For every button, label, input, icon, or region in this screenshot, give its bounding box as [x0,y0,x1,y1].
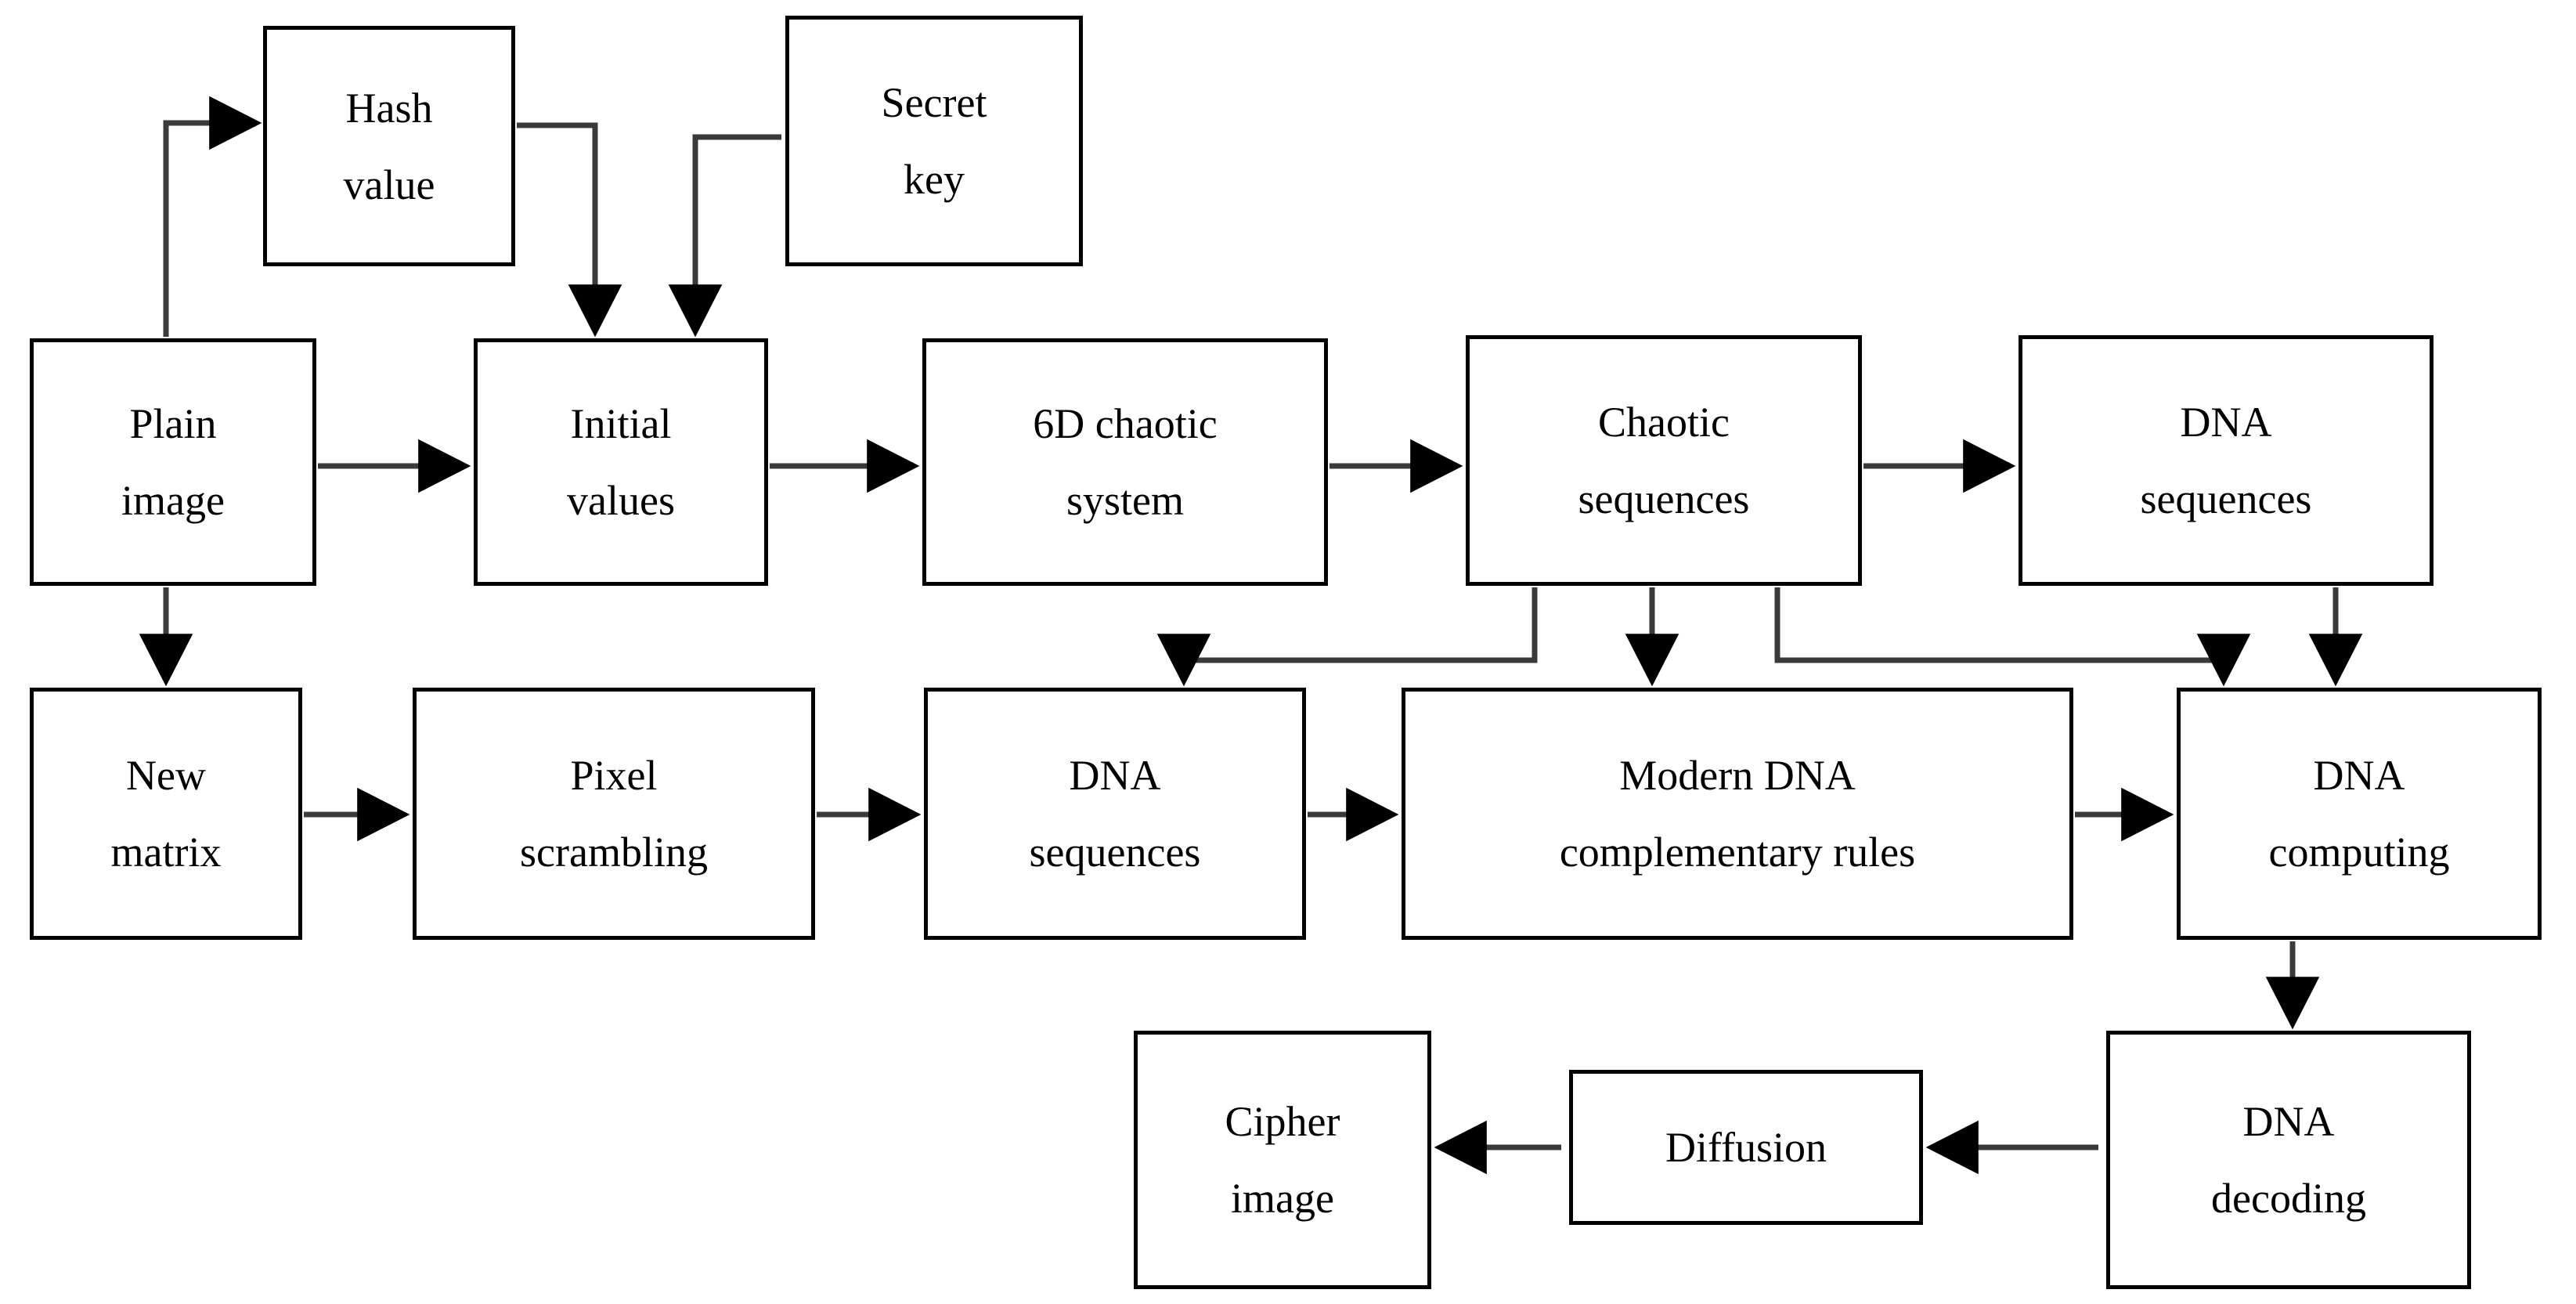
node-dna_decoding-line2: decoding [2211,1175,2366,1222]
node-chaotic_6d[interactable]: 6D chaotic system [922,338,1328,586]
node-initial_values-line2: values [567,477,675,524]
node-dna_computing-line1: DNA [2313,752,2405,799]
node-cipher_image[interactable]: Cipher image [1134,1031,1431,1289]
node-new_matrix[interactable]: New matrix [30,688,302,940]
node-dna_seq_bottom-line1: DNA [1069,752,1161,799]
edge-plain-to-hash [163,96,262,337]
edge-hash-to-initial [517,122,622,338]
node-modern_dna[interactable]: Modern DNA complementary rules [1402,688,2073,940]
node-dna_seq_bottom-line2: sequences [1029,829,1201,876]
node-chaotic_6d-line1: 6D chaotic [1033,400,1218,447]
node-dna_seq_top-line2: sequences [2140,475,2312,522]
node-new_matrix-line1: New [126,752,206,799]
node-chaotic_seq[interactable]: Chaotic sequences [1466,335,1862,586]
edge-chaoticseq-to-dnaseqbottom [1156,587,1538,687]
node-cipher_image-line2: image [1231,1175,1334,1222]
node-chaotic_seq-line1: Chaotic [1598,399,1730,446]
node-plain_image-line1: Plain [129,400,217,447]
node-dna_seq_top[interactable]: DNA sequences [2019,335,2433,586]
node-secret_key-line1: Secret [881,79,987,126]
node-dna_decoding[interactable]: DNA decoding [2106,1031,2471,1289]
node-dna_seq_top-line1: DNA [2180,399,2272,446]
node-dna_computing-line2: computing [2268,829,2450,876]
node-initial_values-line1: Initial [570,400,672,447]
node-pixel_scramble-line2: scrambling [520,829,708,876]
node-pixel_scramble[interactable]: Pixel scrambling [413,688,815,940]
node-dna_seq_bottom[interactable]: DNA sequences [924,688,1306,940]
node-hash_value-line1: Hash [345,84,433,132]
node-secret_key-line2: key [904,156,965,203]
node-dna_computing[interactable]: DNA computing [2177,688,2542,940]
edge-secret-to-initial [668,134,781,338]
node-secret_key[interactable]: Secret key [785,16,1083,266]
node-cipher_image-line1: Cipher [1225,1098,1340,1145]
node-initial_values[interactable]: Initial values [474,338,768,586]
node-new_matrix-line2: matrix [110,829,222,876]
node-chaotic_seq-line2: sequences [1578,475,1750,522]
node-modern_dna-line1: Modern DNA [1619,752,1856,799]
node-hash_value[interactable]: Hash value [263,26,515,266]
node-chaotic_6d-line2: system [1066,477,1184,524]
node-plain_image-line2: image [121,477,225,524]
node-modern_dna-line2: complementary rules [1559,829,1916,876]
node-plain_image[interactable]: Plain image [30,338,316,586]
node-pixel_scramble-line1: Pixel [570,752,658,799]
node-dna_decoding-line1: DNA [2242,1098,2335,1145]
edge-chaoticseq-to-computing [1774,587,2251,687]
node-diffusion-line1: Diffusion [1665,1124,1827,1171]
node-hash_value-line2: value [343,161,435,208]
node-diffusion[interactable]: Diffusion [1569,1070,1923,1225]
